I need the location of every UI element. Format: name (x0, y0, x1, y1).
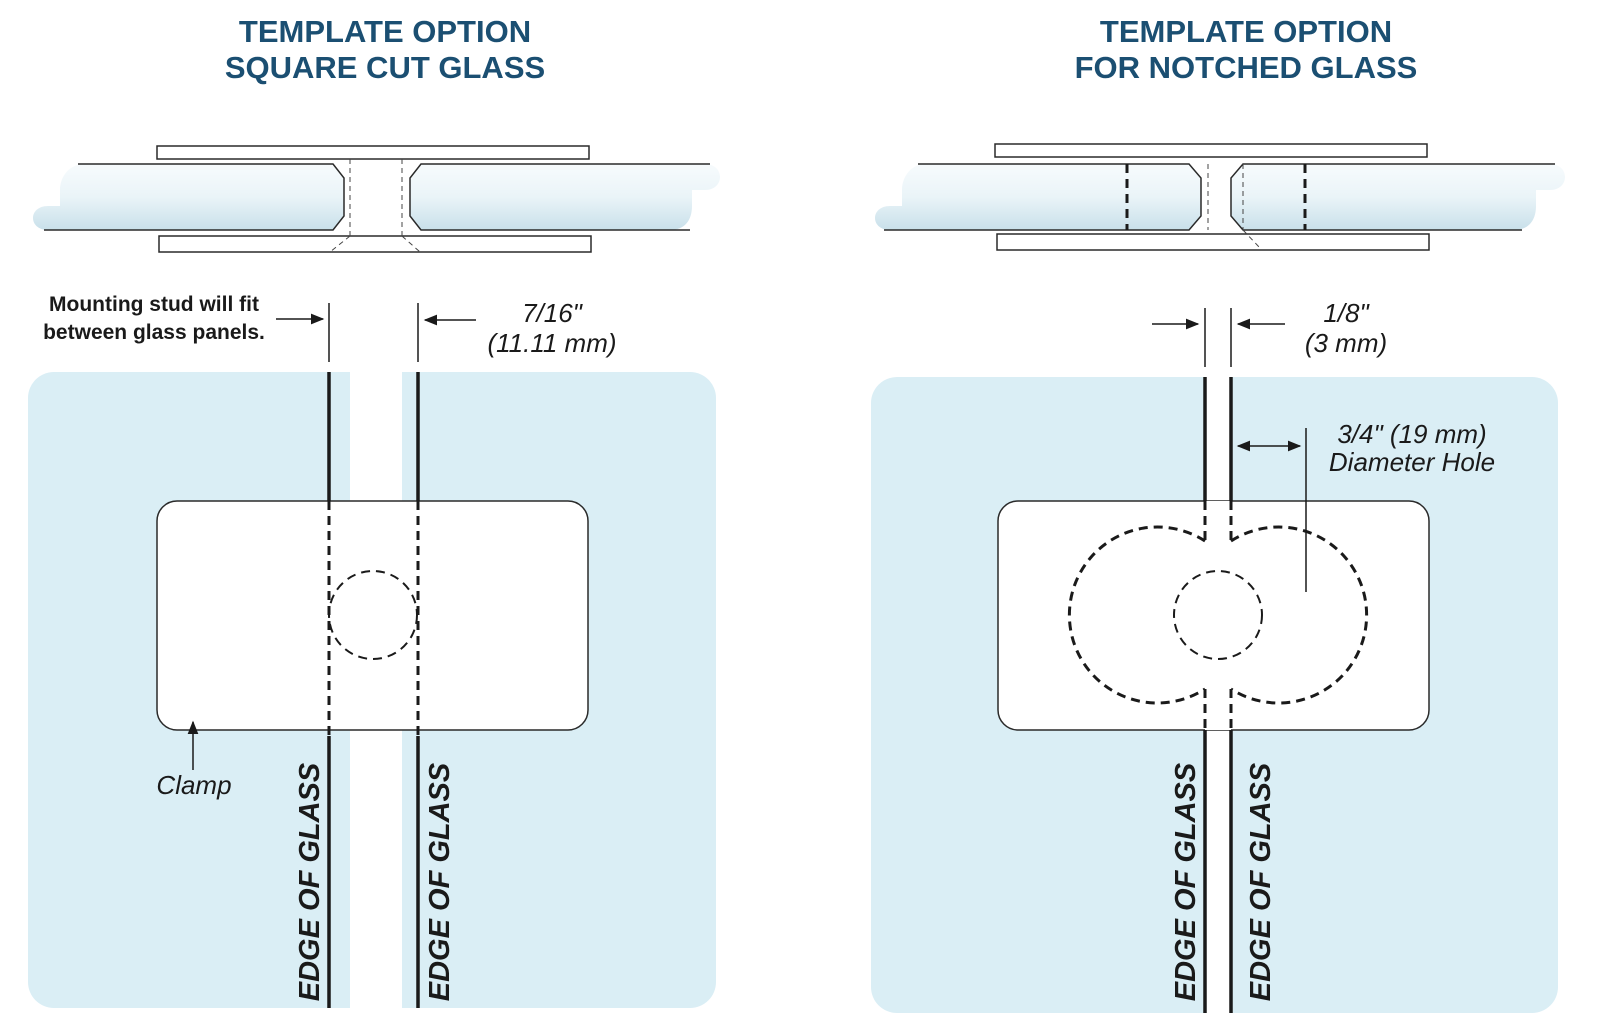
right-gap-fraction: 1/8" (1323, 298, 1370, 328)
left-clamp-outline (156, 500, 589, 731)
left-note-line1: Mounting stud will fit (49, 293, 259, 316)
right-glass-panel-a (875, 164, 1201, 230)
left-cross-section (33, 145, 720, 253)
right-hole-right-arc (1230, 525, 1369, 705)
right-stud-circle (1173, 570, 1263, 660)
right-cross-section (875, 143, 1565, 251)
left-bottom-clamp-plate (158, 235, 592, 253)
left-title-line2: SQUARE CUT GLASS (225, 50, 545, 85)
right-title-line2: FOR NOTCHED GLASS (1075, 50, 1418, 85)
right-hole-size: 3/4" (19 mm) (1337, 419, 1486, 449)
left-stud-circle (328, 570, 418, 660)
left-edge-label-2: EDGE OF GLASS (424, 762, 456, 1001)
left-note-line2: between glass panels. (43, 321, 265, 344)
right-edge-label-1: EDGE OF GLASS (1170, 762, 1202, 1001)
left-glass-panel-b-edge (409, 163, 710, 231)
right-title-line1: TEMPLATE OPTION (1100, 14, 1392, 49)
left-edge-label-1: EDGE OF GLASS (294, 762, 326, 1001)
right-hole-left-arc (1067, 525, 1206, 705)
left-gap-fraction: 7/16" (522, 298, 584, 328)
left-glass-panel-b (410, 164, 720, 230)
right-edge-label-2: EDGE OF GLASS (1245, 762, 1277, 1001)
left-panel: TEMPLATE OPTION SQUARE CUT GLASS Mountin… (28, 14, 720, 1008)
left-top-clamp-plate (156, 145, 590, 160)
left-glass-panel-a-edge (44, 163, 345, 231)
left-title-line1: TEMPLATE OPTION (239, 14, 531, 49)
right-hole-label: Diameter Hole (1329, 447, 1495, 477)
right-bottom-clamp-plate (996, 233, 1430, 251)
right-glass-panel-b (1231, 164, 1565, 230)
left-clamp-label: Clamp (156, 770, 231, 800)
left-glass-panel-a (33, 164, 344, 230)
right-gap-metric: (3 mm) (1305, 328, 1387, 358)
right-panel: TEMPLATE OPTION FOR NOTCHED GLASS 1/8" (… (871, 14, 1565, 1013)
left-gap-metric: (11.11 mm) (487, 328, 616, 358)
right-top-clamp-plate (994, 143, 1428, 158)
right-hole-fill (1130, 527, 1306, 703)
